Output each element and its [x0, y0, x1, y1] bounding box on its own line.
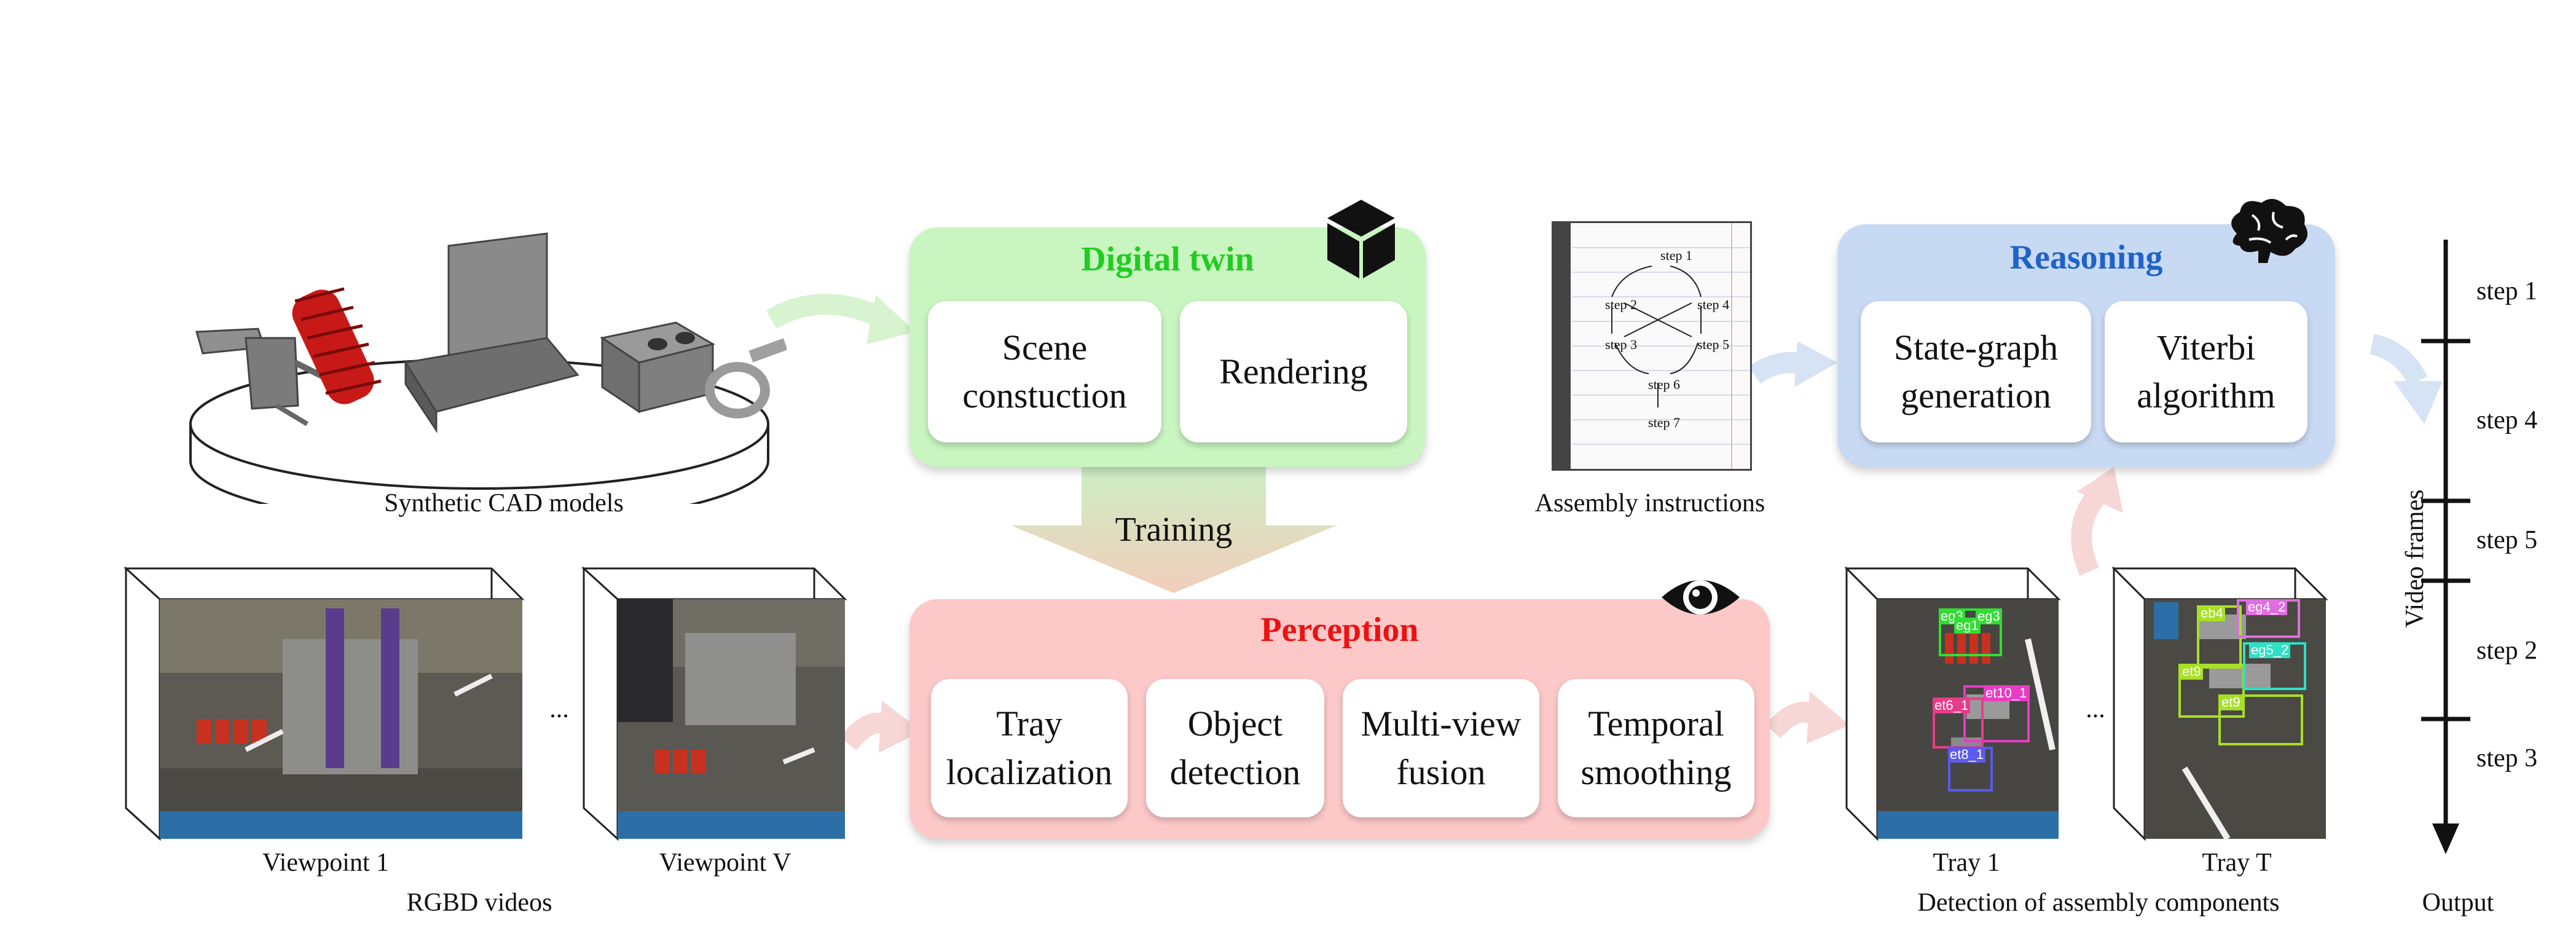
- arrow-cad-to-twin: [766, 294, 916, 344]
- eye-icon: [1662, 580, 1740, 615]
- arrow-instructions-to-reasoning: [1748, 341, 1837, 387]
- object-detection-card: Object detection: [1146, 679, 1324, 817]
- video-frames-label: Video frames: [2401, 489, 2429, 628]
- bbox-et9-a: [2178, 664, 2245, 718]
- output-step-2: step 2: [2476, 637, 2538, 665]
- label-et9-a: et9: [2180, 664, 2203, 680]
- bracket-part-icon: [404, 232, 579, 433]
- output-step-3: step 3: [2476, 744, 2538, 772]
- instr-step-1: step 1: [1660, 248, 1692, 263]
- cad-caption: Synthetic CAD models: [384, 489, 624, 517]
- label-et8-1: et8_1: [1948, 747, 1986, 763]
- instr-step-6: step 6: [1648, 377, 1680, 392]
- scene-construction-card: Scene constuction: [928, 301, 1161, 442]
- viewpoint-v-frame: [581, 566, 847, 841]
- perception-panel: Perception Tray localization Object dete…: [909, 599, 1770, 839]
- label-eb4: eb4: [2199, 605, 2225, 621]
- arrow-detection-to-reasoning: [2071, 467, 2123, 576]
- state-graph-card: State-graph generation: [1861, 301, 2091, 442]
- label-eg1: eg1: [1954, 618, 1981, 634]
- temporal-smoothing-card: Temporal smoothing: [1558, 679, 1754, 817]
- cube-icon: [1327, 200, 1395, 278]
- clamp-part-icon: [195, 328, 358, 426]
- instr-step-2: step 2: [1605, 297, 1637, 312]
- label-eg4-2: eg4_2: [2246, 599, 2288, 615]
- tray-ellipsis: ...: [2086, 695, 2105, 723]
- instr-step-5: step 5: [1697, 337, 1729, 352]
- arrow-video-to-perception: [839, 701, 922, 753]
- red-spring-icon: [292, 287, 382, 404]
- block-part-icon: [600, 321, 715, 414]
- viewpoint-v-caption: Viewpoint V: [659, 849, 791, 877]
- brain-icon: [2231, 198, 2307, 263]
- viewpoint-1-caption: Viewpoint 1: [262, 849, 390, 877]
- instr-step-4: step 4: [1697, 297, 1729, 312]
- reasoning-title: Reasoning: [2009, 238, 2163, 277]
- output-caption: Output: [2422, 889, 2494, 917]
- label-et6-1: et6_1: [1933, 697, 1971, 713]
- instr-step-3: step 3: [1605, 337, 1637, 352]
- label-et9-b: et9: [2220, 694, 2242, 710]
- perception-title: Perception: [1260, 611, 1419, 649]
- reasoning-panel: Reasoning State-graph generation Viterbi…: [1837, 224, 2335, 467]
- bbox-eg3-a: [1939, 608, 2002, 656]
- assembly-instructions-caption: Assembly instructions: [1534, 489, 1765, 517]
- arrow-perception-to-detection: [1765, 691, 1850, 744]
- label-eg3-b: eg3: [1976, 608, 2002, 624]
- output-step-4: step 4: [2476, 406, 2538, 434]
- multi-view-fusion-card: Multi-view fusion: [1343, 679, 1539, 817]
- notebook-graph: [1572, 223, 1750, 469]
- digital-twin-title: Digital twin: [1081, 240, 1254, 278]
- instr-step-7: step 7: [1648, 415, 1680, 430]
- label-eg5-2: eg5_2: [2249, 642, 2291, 658]
- tray-t-frame: [2111, 566, 2328, 841]
- arrow-reasoning-to-output: [2370, 334, 2443, 424]
- cad-models-illustration: [189, 232, 787, 504]
- instruction-notebook: step 1 step 2 step 4 step 3 step 5 step …: [1552, 221, 1752, 471]
- digital-twin-panel: Digital twin Scene constuction Rendering: [909, 227, 1426, 467]
- viewpoint-1-frame: [124, 566, 525, 841]
- bbox-et9-b: [2218, 694, 2303, 745]
- timeline-axis: [2421, 240, 2470, 854]
- viterbi-card: Viterbi algorithm: [2105, 301, 2307, 442]
- eyebolt-part-icon: [705, 338, 787, 418]
- training-label: Training: [1115, 511, 1233, 549]
- tray-localization-card: Tray localization: [931, 679, 1128, 817]
- viewpoint-ellipsis: ...: [549, 695, 569, 723]
- tray-1-frame: [1844, 566, 2061, 841]
- output-step-5: step 5: [2476, 526, 2538, 554]
- detection-caption: Detection of assembly components: [1917, 889, 2280, 917]
- tray-t-caption: Tray T: [2202, 849, 2272, 877]
- rgbd-caption: RGBD videos: [406, 889, 552, 917]
- label-et10-1: et10_1: [1984, 685, 2029, 701]
- tray-1-caption: Tray 1: [1933, 849, 2000, 877]
- rendering-card: Rendering: [1180, 301, 1407, 442]
- output-step-1: step 1: [2476, 277, 2538, 305]
- training-arrow: [1011, 467, 1337, 593]
